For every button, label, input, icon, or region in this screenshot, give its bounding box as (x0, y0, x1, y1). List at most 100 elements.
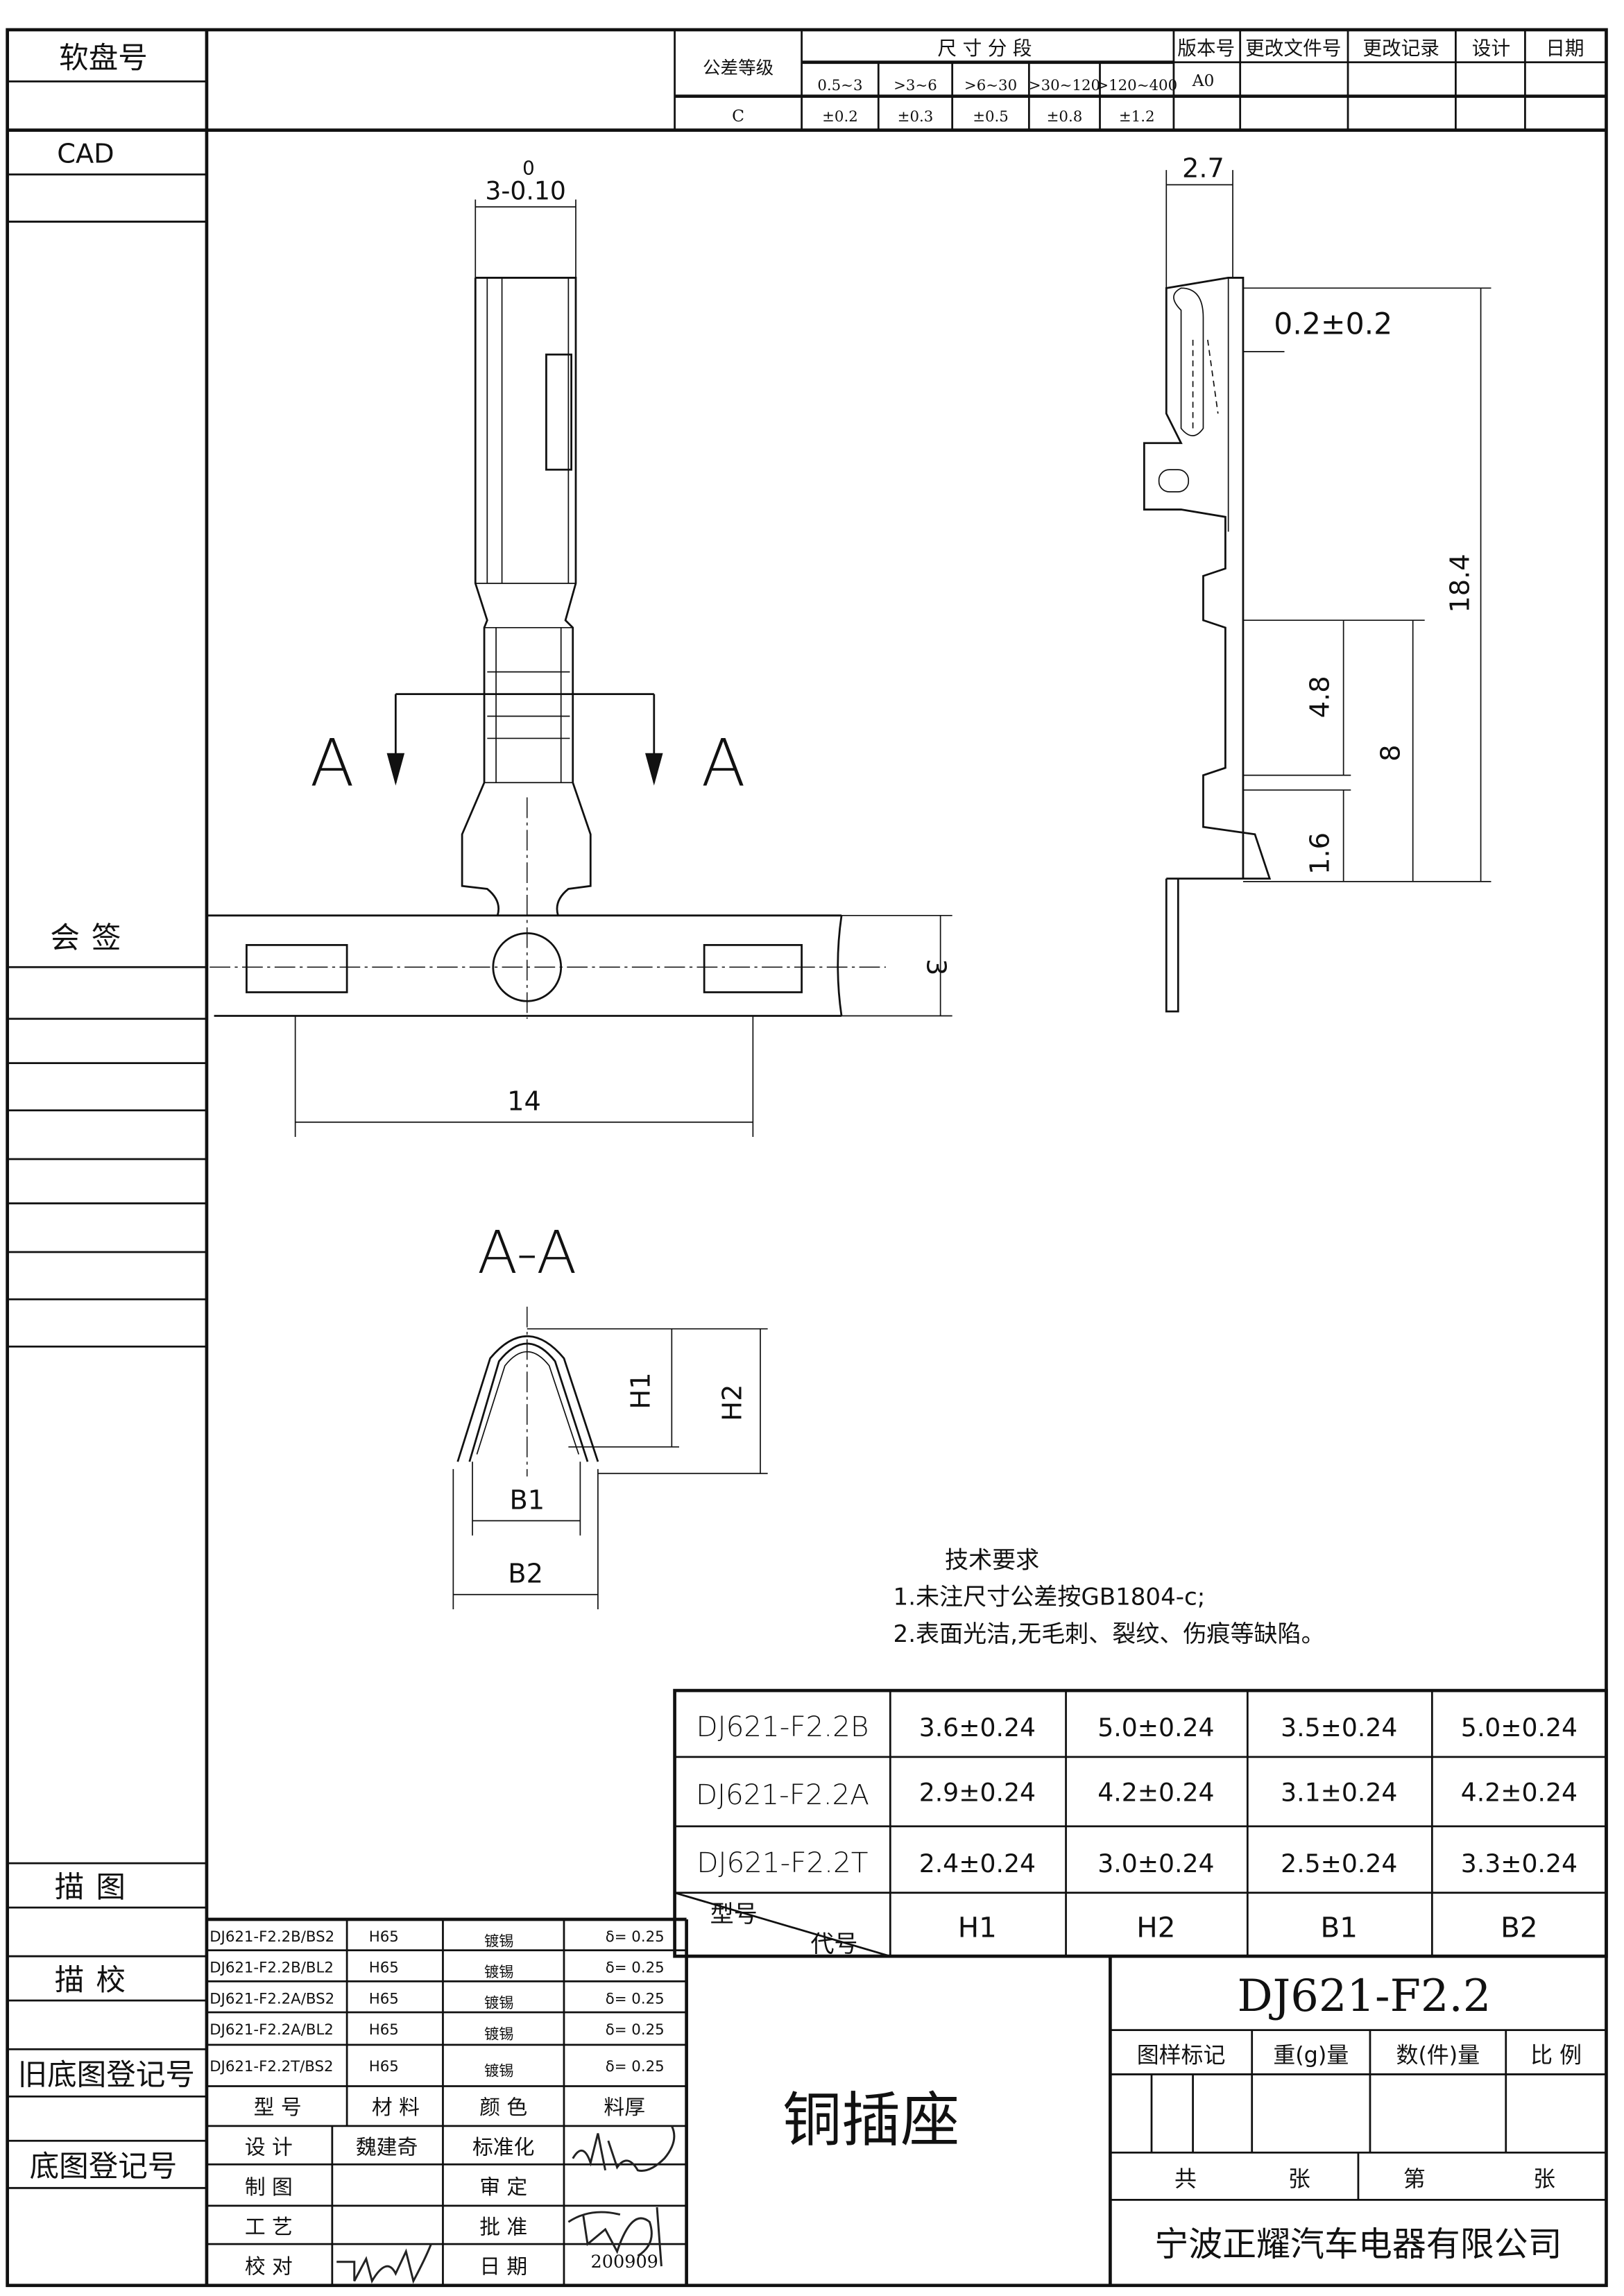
tech-item-2: 2.表面光洁,无毛刺、裂纹、伤痕等缺陷。 (894, 1620, 1325, 1648)
h2-label: H2 (717, 1385, 748, 1421)
sig-check-label: 校 对 (245, 2255, 293, 2279)
dim-header-h1: H1 (958, 1911, 997, 1944)
tol-3: ±0.8 (1047, 108, 1083, 126)
grade-value: C (732, 106, 744, 126)
sig-date: 200909 (591, 2252, 658, 2272)
b2-label: B2 (508, 1559, 543, 1590)
dim-row-0-model: DJ621-F2.2B (696, 1710, 869, 1743)
base-reg-label: 底图登记号 (30, 2149, 178, 2184)
dim-row-1-h2: 4.2±0.24 (1097, 1778, 1214, 1808)
sig-drawing-label: 制 图 (245, 2175, 293, 2200)
part-name: 铜插座 (783, 2087, 959, 2155)
mat-row-4-thickness: δ= 0.25 (606, 2058, 665, 2075)
header-scale: 比 例 (1530, 2041, 1582, 2068)
sig-designer: 魏建奇 (356, 2135, 418, 2159)
range-1: >3~6 (894, 77, 937, 94)
material-table: DJ621-F2.2B/BS2 H65 镀锡 δ= 0.25 DJ621-F2.… (206, 1917, 1607, 2286)
mat-row-4-model: DJ621-F2.2T/BS2 (210, 2058, 333, 2075)
dim-row-2-h1: 2.4±0.24 (919, 1849, 1036, 1878)
dim-row-0-h2: 5.0±0.24 (1097, 1713, 1214, 1742)
dim-header-model: 型号 (710, 1901, 758, 1928)
dim-row-0-b2: 5.0±0.24 (1461, 1713, 1578, 1742)
mat-row-1-color: 镀锡 (484, 1964, 514, 1981)
left-strip: 软盘号 CAD 会签 描图 描校 旧底图登记号 底图登记号 (7, 41, 207, 2189)
title-block: 铜插座 DJ621-F2.2 图样标记 重(g)量 数(件)量 比 例 共 张 … (783, 1956, 1607, 2286)
mat-header-model: 型 号 (254, 2096, 302, 2120)
dim-row-0-h1: 3.6±0.24 (919, 1713, 1036, 1742)
rev-header-design: 设计 (1472, 37, 1510, 60)
drawing-frame (6, 28, 1608, 2288)
mat-row-3-thickness: δ= 0.25 (606, 2021, 665, 2039)
tol-2: ±0.5 (973, 108, 1009, 126)
sig-approve-label: 批 准 (479, 2215, 527, 2239)
strip-width-dim: 14 (507, 1086, 541, 1117)
rev-header-file: 更改文件号 (1245, 37, 1341, 60)
mat-row-2-material: H65 (369, 1990, 399, 2007)
range-0: 0.5~3 (817, 77, 862, 94)
section-title: A-A (477, 1219, 576, 1287)
tol-1: ±0.3 (898, 108, 934, 126)
mat-row-4-color: 镀锡 (484, 2063, 514, 2080)
section-label-right: A (701, 726, 746, 802)
rev-header-record: 更改记录 (1362, 37, 1439, 60)
dim-row-1-h1: 2.9±0.24 (919, 1778, 1036, 1808)
mat-row-3-material: H65 (369, 2021, 399, 2039)
thickness-dim: 2.7 (1182, 153, 1224, 185)
tolerance-table: 公差等级 尺寸分段 0.5~3 >3~6 >6~30 >30~120 >120~… (674, 29, 1607, 130)
mat-row-2-color: 镀锡 (484, 1995, 514, 2012)
countersign-label: 会签 (50, 921, 133, 956)
size-range-header: 尺寸分段 (937, 37, 1038, 60)
rev-header-version: 版本号 (1177, 37, 1235, 60)
mat-row-3-model: DJ621-F2.2A/BL2 (210, 2021, 334, 2039)
tech-requirements: 技术要求 1.未注尺寸公差按GB1804-c; 2.表面光洁,无毛刺、裂纹、伤痕… (894, 1546, 1325, 1647)
width-dim: 3-0.10 (485, 176, 566, 206)
mat-row-0-thickness: δ= 0.25 (606, 1928, 665, 1946)
software-disk-label: 软盘号 (59, 41, 148, 76)
dim-header-b2: B2 (1501, 1911, 1537, 1944)
section-label-left: A (310, 726, 354, 802)
handwritten-signature (336, 2243, 432, 2284)
sheets-label: 张 (1288, 2166, 1310, 2192)
mat-row-0-material: H65 (369, 1928, 399, 1946)
rev-header-date: 日期 (1546, 37, 1584, 60)
width-dim-upper: 0 (522, 156, 535, 179)
range-3: >30~120 (1029, 77, 1100, 94)
tol-0: ±0.2 (822, 108, 858, 126)
trace-check-label: 描校 (55, 1963, 137, 1998)
pilot-hole-left (246, 943, 348, 993)
dimension-table: DJ621-F2.2B 3.6±0.24 5.0±0.24 3.5±0.24 5… (673, 1688, 1608, 1958)
rev-version: A0 (1192, 71, 1215, 90)
sheet-no-label: 第 (1403, 2166, 1426, 2192)
drawing-number: DJ621-F2.2 (1237, 1971, 1491, 2022)
range-2: >6~30 (964, 77, 1017, 94)
range-4: >120~400 (1096, 77, 1177, 94)
dim-1-6: 1.6 (1304, 832, 1335, 875)
dim-8: 8 (1376, 745, 1407, 762)
h1-label: H1 (625, 1373, 656, 1410)
mat-row-4-material: H65 (369, 2058, 399, 2075)
sig-review-label: 审 定 (479, 2175, 527, 2200)
tol-4: ±1.2 (1119, 108, 1155, 126)
tech-item-1: 1.未注尺寸公差按GB1804-c; (894, 1584, 1206, 1611)
dim-row-2-b1: 2.5±0.24 (1281, 1849, 1397, 1878)
strip-height-dim: 3 (920, 959, 951, 975)
handwritten-signature (567, 2207, 663, 2267)
header-quantity: 数(件)量 (1396, 2041, 1480, 2068)
section-view: A-A H1 H2 B1 B2 (452, 1219, 768, 1610)
dim-header-h2: H2 (1136, 1911, 1175, 1944)
sig-date-label: 日 期 (479, 2255, 527, 2279)
mat-row-1-material: H65 (369, 1960, 399, 1977)
sig-process-label: 工 艺 (245, 2215, 293, 2239)
header-drawing-mark: 图样标记 (1137, 2041, 1226, 2068)
dim-row-2-b2: 3.3±0.24 (1461, 1849, 1578, 1878)
cad-label: CAD (57, 138, 114, 169)
dim-4-8: 4.8 (1304, 676, 1335, 718)
mat-row-3-color: 镀锡 (484, 2025, 514, 2043)
mat-row-1-thickness: δ= 0.25 (606, 1960, 665, 1977)
mat-row-2-model: DJ621-F2.2A/BS2 (210, 1990, 334, 2007)
dim-row-1-model: DJ621-F2.2A (696, 1778, 869, 1811)
b1-label: B1 (509, 1484, 545, 1516)
tracing-label: 描图 (55, 1870, 137, 1905)
dim-row-2-model: DJ621-F2.2T (696, 1846, 868, 1879)
